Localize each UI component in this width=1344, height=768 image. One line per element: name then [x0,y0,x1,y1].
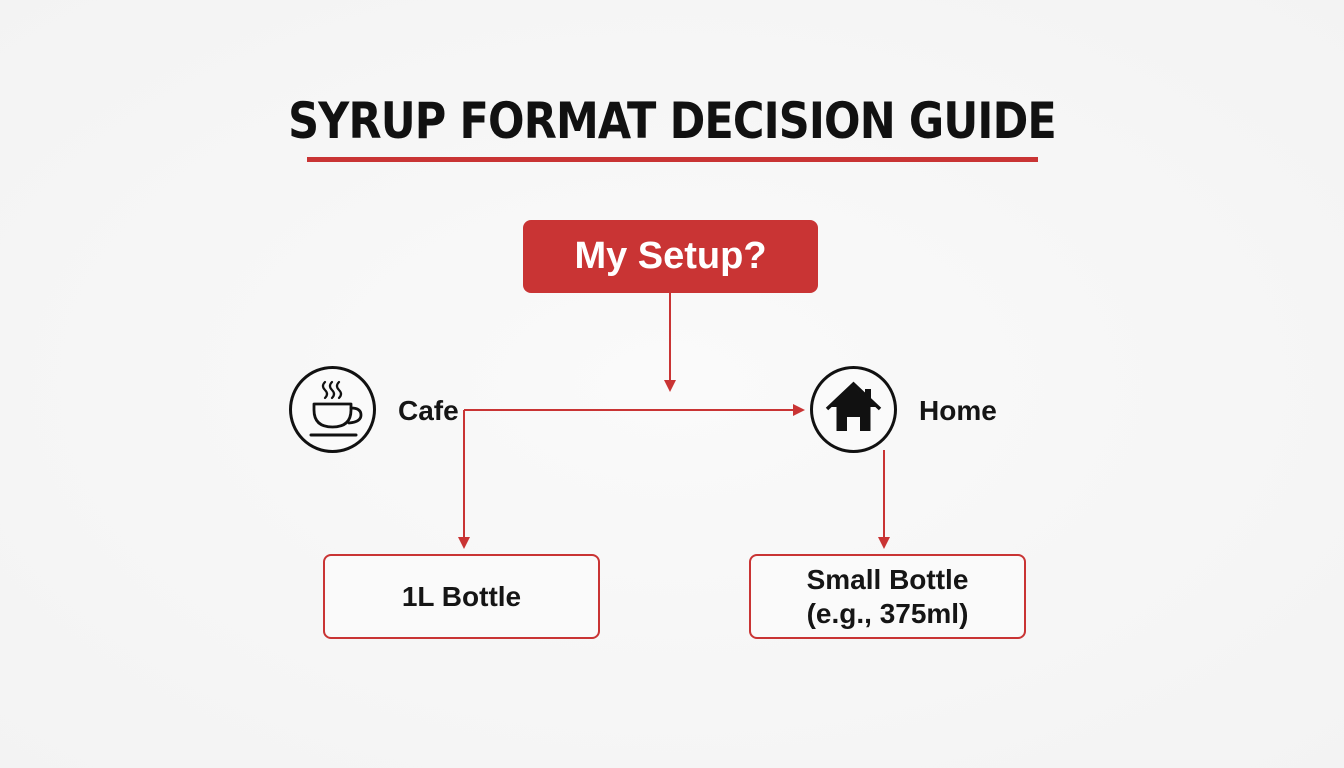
coffee-cup-icon [309,380,363,437]
option-cafe-label: Cafe [398,395,459,426]
result-cafe-label: 1L Bottle [401,580,522,612]
result-home-line-1: Small Bottle [806,564,969,596]
house-icon [825,381,882,431]
home-icon-circle [810,366,897,453]
page-title: SYRUP FORMAT DECISION GUIDE [288,92,1057,150]
result-home-line-2: (e.g., 375ml) [806,597,969,629]
result-cafe-box: 1L Bottle [323,554,600,639]
title-underline [307,157,1038,162]
option-home-label: Home [919,395,997,426]
result-home-box: Small Bottle (e.g., 375ml) [749,554,1026,639]
root-question-label: My Setup? [574,235,767,277]
cafe-icon-circle [289,366,376,453]
root-question-box: My Setup? [523,220,818,293]
